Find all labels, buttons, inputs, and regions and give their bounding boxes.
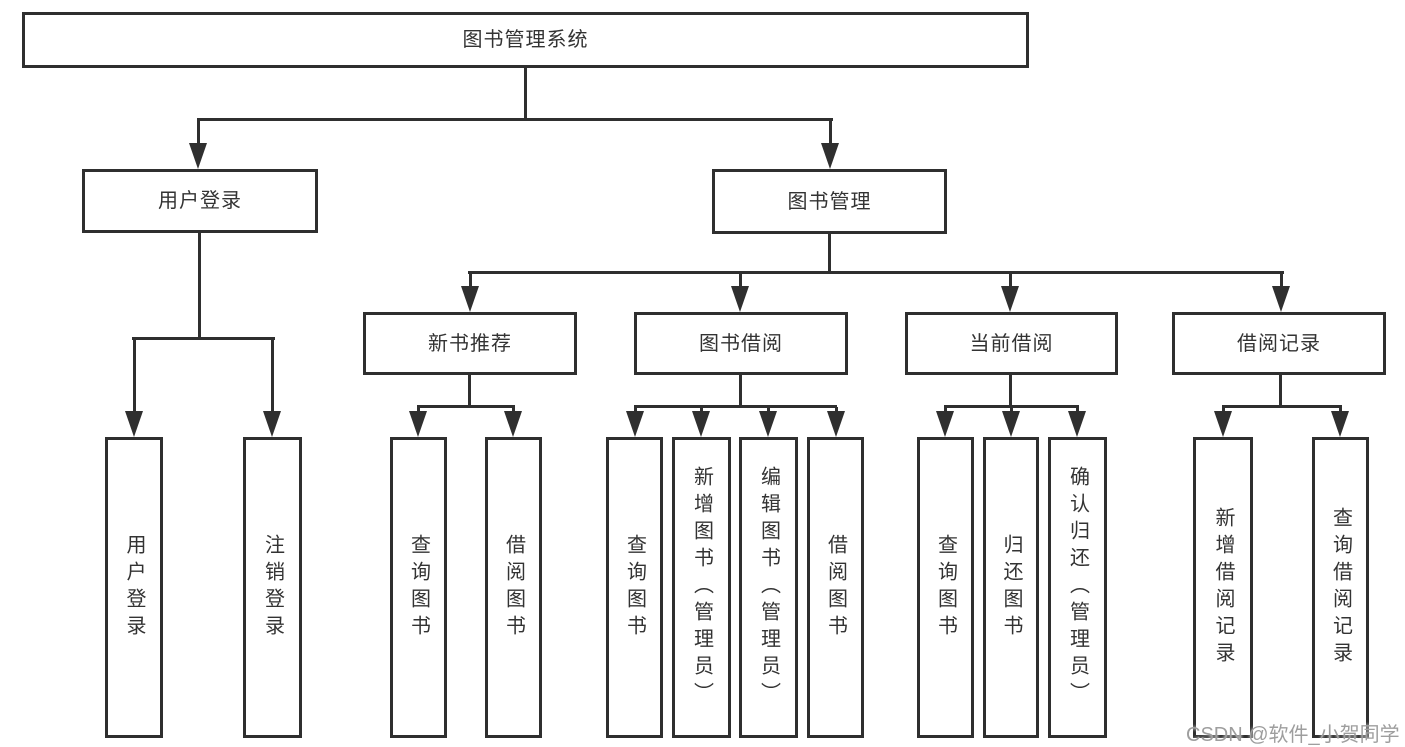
- down-arrow: [759, 407, 777, 437]
- node-library-system-label: 图书管理系统: [462, 29, 589, 51]
- leaf-logout-label: 注销登录: [261, 533, 284, 642]
- leaf-edit-books-admin: 编辑图书（管理员）: [739, 437, 798, 738]
- leaf-return-books-label: 归还图书: [1000, 533, 1022, 642]
- connector-borrowing-vertical: [739, 375, 742, 407]
- connector-level1-horizontal: [197, 118, 833, 121]
- node-user-login: 用户登录: [82, 169, 318, 233]
- leaf-confirm-return-admin: 确认归还（管理员）: [1048, 437, 1107, 738]
- leaf-query-books-recommend-label: 查询图书: [407, 533, 430, 642]
- down-arrow: [1331, 407, 1349, 437]
- leaf-query-borrow-record: 查询借阅记录: [1312, 437, 1369, 738]
- leaf-query-books-recommend: 查询图书: [390, 437, 447, 738]
- leaf-add-books-admin: 新增图书（管理员）: [672, 437, 731, 738]
- leaf-query-books-borrowing-label: 查询图书: [623, 533, 646, 642]
- connector-borrowing-horizontal: [634, 405, 837, 408]
- connector-records-horizontal: [1222, 405, 1342, 408]
- leaf-return-books: 归还图书: [983, 437, 1039, 738]
- node-user-login-label: 用户登录: [158, 190, 242, 212]
- leaf-add-borrow-record: 新增借阅记录: [1193, 437, 1253, 738]
- down-arrow: [409, 407, 427, 437]
- connector-root-vertical: [524, 67, 527, 120]
- leaf-query-books-borrowing: 查询图书: [606, 437, 663, 738]
- node-current-borrowing: 当前借阅: [905, 312, 1118, 375]
- node-borrow-records-label: 借阅记录: [1237, 332, 1321, 355]
- down-arrow: [821, 120, 839, 169]
- leaf-borrow-books-recommend-label: 借阅图书: [502, 533, 525, 642]
- leaf-user-login-label: 用户登录: [123, 533, 145, 642]
- leaf-query-books-current: 查询图书: [917, 437, 974, 738]
- node-library-system: 图书管理系统: [22, 12, 1029, 68]
- down-arrow: [827, 407, 845, 437]
- node-book-borrowing: 图书借阅: [634, 312, 848, 375]
- connector-recommend-vertical: [468, 375, 471, 407]
- down-arrow: [1002, 407, 1020, 437]
- node-borrow-records: 借阅记录: [1172, 312, 1386, 375]
- down-arrow: [461, 273, 479, 312]
- down-arrow: [936, 407, 954, 437]
- leaf-add-borrow-record-label: 新增借阅记录: [1212, 506, 1234, 669]
- down-arrow: [189, 120, 207, 169]
- down-arrow: [731, 273, 749, 312]
- leaf-query-books-current-label: 查询图书: [934, 533, 957, 642]
- node-new-book-recommend-label: 新书推荐: [428, 332, 512, 355]
- connector-records-vertical: [1279, 375, 1282, 407]
- leaf-query-borrow-record-label: 查询借阅记录: [1329, 506, 1352, 669]
- node-new-book-recommend: 新书推荐: [363, 312, 577, 375]
- down-arrow: [504, 407, 522, 437]
- connector-login-horizontal: [132, 337, 275, 340]
- down-arrow: [626, 407, 644, 437]
- down-arrow: [692, 407, 710, 437]
- leaf-borrow-books-borrowing: 借阅图书: [807, 437, 864, 738]
- down-arrow: [263, 339, 281, 437]
- connector-login-vertical: [198, 233, 201, 339]
- connector-current-vertical: [1009, 375, 1012, 407]
- node-book-management-label: 图书管理: [787, 190, 872, 213]
- down-arrow: [1214, 407, 1232, 437]
- down-arrow: [125, 339, 143, 437]
- leaf-logout: 注销登录: [243, 437, 302, 738]
- connector-level2-horizontal: [468, 271, 1284, 274]
- connector-current-horizontal: [944, 405, 1079, 408]
- leaf-add-books-admin-label: 新增图书（管理员）: [690, 466, 713, 709]
- leaf-borrow-books-borrowing-label: 借阅图书: [824, 533, 847, 642]
- down-arrow: [1272, 273, 1290, 312]
- connector-management-vertical: [828, 234, 831, 273]
- leaf-edit-books-admin-label: 编辑图书（管理员）: [757, 466, 780, 709]
- csdn-watermark: CSDN @软件_小贺同学: [1186, 724, 1400, 746]
- down-arrow: [1068, 407, 1086, 437]
- down-arrow: [1001, 273, 1019, 312]
- node-current-borrowing-label: 当前借阅: [969, 332, 1054, 355]
- connector-recommend-horizontal: [417, 405, 515, 408]
- node-book-management: 图书管理: [712, 169, 947, 234]
- leaf-borrow-books-recommend: 借阅图书: [485, 437, 542, 738]
- node-book-borrowing-label: 图书借阅: [699, 332, 783, 355]
- leaf-user-login: 用户登录: [105, 437, 163, 738]
- leaf-confirm-return-admin-label: 确认归还（管理员）: [1066, 466, 1089, 709]
